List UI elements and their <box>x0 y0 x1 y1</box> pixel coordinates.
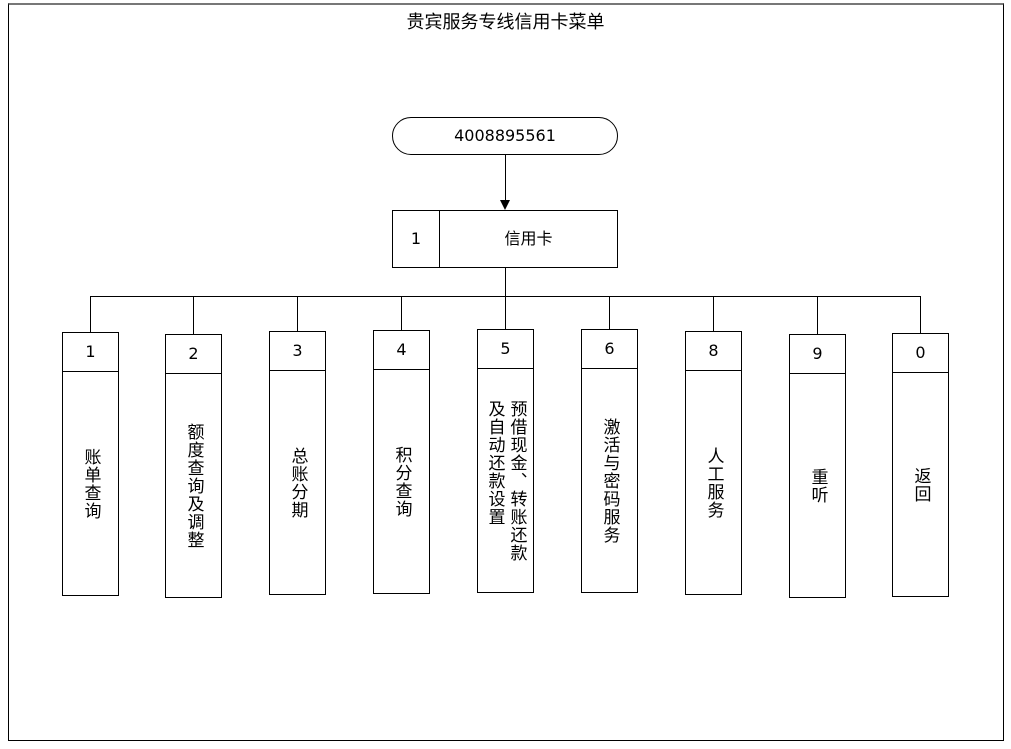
root-node-number: 1 <box>393 211 440 267</box>
diagram-title: 贵宾服务专线信用卡菜单 <box>406 12 605 33</box>
menu-option-node: 9 重听 <box>789 334 846 598</box>
connector-child <box>817 296 818 334</box>
menu-option-body: 额度查询及调整 <box>166 374 221 598</box>
connector-child <box>920 296 921 333</box>
menu-option-node: 8 人工服务 <box>685 331 742 595</box>
menu-option-number: 8 <box>686 332 741 371</box>
menu-option-label: 额度查询及调整 <box>183 423 204 549</box>
arrow-head <box>500 200 510 210</box>
menu-option-body: 重听 <box>790 374 845 598</box>
menu-option-body: 总账分期 <box>270 371 325 595</box>
connector-child <box>297 296 298 331</box>
connector-child <box>505 296 506 329</box>
menu-option-node: 4 积分查询 <box>373 330 430 594</box>
diagram-frame <box>8 3 1004 741</box>
menu-option-label: 积分查询 <box>391 446 412 518</box>
menu-option-label: 人工服务 <box>703 447 724 519</box>
menu-option-body: 预借现金、转账还款 及自动还款设置 <box>478 369 533 593</box>
menu-option-node: 0 返回 <box>892 333 949 597</box>
menu-option-number: 9 <box>790 335 845 374</box>
menu-option-node: 3 总账分期 <box>269 331 326 595</box>
menu-option-number: 3 <box>270 332 325 371</box>
menu-option-label: 激活与密码服务 <box>599 418 620 544</box>
connector-child <box>609 296 610 329</box>
menu-option-number: 6 <box>582 330 637 369</box>
menu-option-body: 人工服务 <box>686 371 741 595</box>
menu-option-number: 2 <box>166 335 221 374</box>
menu-option-number: 5 <box>478 330 533 369</box>
menu-option-node: 6 激活与密码服务 <box>581 329 638 593</box>
menu-option-node: 5 预借现金、转账还款 及自动还款设置 <box>477 329 534 593</box>
menu-option-number: 0 <box>893 334 948 373</box>
connector-child <box>193 296 194 334</box>
menu-option-label: 返回 <box>910 467 931 503</box>
root-node-label: 信用卡 <box>504 229 553 248</box>
menu-option-node: 1 账单查询 <box>62 332 119 596</box>
menu-option-label: 总账分期 <box>287 447 308 519</box>
menu-option-body: 激活与密码服务 <box>582 369 637 593</box>
menu-option-number: 1 <box>63 333 118 372</box>
menu-option-node: 2 额度查询及调整 <box>165 334 222 598</box>
menu-option-body: 账单查询 <box>63 372 118 596</box>
connector-root-to-bus <box>505 268 506 296</box>
menu-option-label: 账单查询 <box>80 448 101 520</box>
root-node-credit-card: 1 信用卡 <box>392 210 618 268</box>
menu-option-label: 重听 <box>807 468 828 504</box>
connector-child <box>90 296 91 332</box>
connector-child <box>401 296 402 330</box>
menu-option-number: 4 <box>374 331 429 370</box>
phone-number-node: 4008895561 <box>392 117 618 155</box>
menu-option-body: 返回 <box>893 373 948 597</box>
connector-child <box>713 296 714 331</box>
menu-option-body: 积分查询 <box>374 370 429 594</box>
connector-phone-to-root <box>505 155 506 202</box>
menu-option-label: 预借现金、转账还款 及自动还款设置 <box>484 400 527 562</box>
